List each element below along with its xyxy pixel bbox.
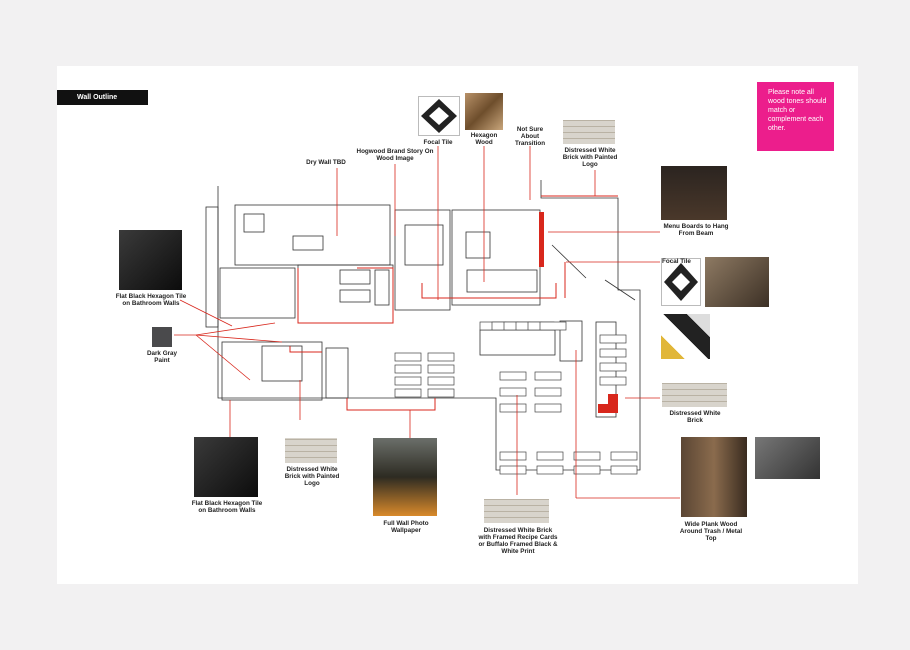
hex-tile-photo-top bbox=[119, 230, 182, 290]
table-block bbox=[599, 334, 627, 344]
table-block bbox=[539, 321, 567, 331]
table-block bbox=[536, 451, 564, 461]
metal-top-photo bbox=[755, 437, 820, 479]
brick-swatch-top bbox=[563, 120, 615, 144]
table-block bbox=[536, 465, 564, 475]
label-wide-plank: Wide Plank Wood Around Trash / Metal Top bbox=[679, 521, 743, 542]
focal-tile-right-swatch bbox=[661, 258, 701, 306]
table-block bbox=[499, 371, 527, 381]
table-block bbox=[394, 364, 422, 374]
label-menu-boards: Menu Boards to Hang From Beam bbox=[663, 223, 729, 237]
table-block bbox=[499, 451, 527, 461]
hex-tile-photo-bottom bbox=[194, 437, 258, 497]
campfire-photo bbox=[373, 438, 437, 516]
focal-tile-swatch bbox=[418, 96, 460, 136]
plank-photo bbox=[681, 437, 747, 517]
table-block bbox=[499, 387, 527, 397]
label-dry-wall: Dry Wall TBD bbox=[306, 159, 346, 166]
label-dark-gray: Dark Gray Paint bbox=[146, 350, 178, 364]
table-block bbox=[534, 371, 562, 381]
wall-outline-tag: Wall Outline bbox=[57, 90, 148, 105]
table-block bbox=[573, 451, 601, 461]
wood-tone-note: Please note all wood tones should match … bbox=[757, 82, 834, 151]
table-block bbox=[573, 465, 601, 475]
label-brick-right: Distressed White Brick bbox=[669, 410, 721, 424]
tri-tile-swatch bbox=[661, 314, 710, 359]
table-block bbox=[394, 352, 422, 362]
label-focal-tile-top: Focal Tile bbox=[423, 139, 453, 146]
table-block bbox=[499, 465, 527, 475]
label-hogwood: Hogwood Brand Story On Wood Image bbox=[356, 148, 434, 162]
brick-swatch-right bbox=[662, 383, 727, 407]
table-block bbox=[394, 376, 422, 386]
hexagon-wood-swatch bbox=[465, 93, 503, 130]
table-block bbox=[427, 388, 455, 398]
label-brick-logo-bottom: Distressed White Brick with Painted Logo bbox=[284, 466, 340, 487]
table-block bbox=[534, 387, 562, 397]
table-block bbox=[534, 403, 562, 413]
label-hexagon-wood: Hexagon Wood bbox=[470, 132, 498, 146]
table-block bbox=[427, 376, 455, 386]
table-block bbox=[610, 465, 638, 475]
label-full-wall-photo: Full Wall Photo Wallpaper bbox=[383, 520, 429, 534]
table-block bbox=[427, 352, 455, 362]
brick-swatch-recipe bbox=[484, 499, 549, 523]
table-block bbox=[427, 364, 455, 374]
table-block bbox=[599, 348, 627, 358]
barrel-photo bbox=[705, 257, 769, 307]
label-focal-tile-right: Focal Tile bbox=[662, 258, 691, 265]
table-block bbox=[499, 403, 527, 413]
menu-board-photo bbox=[661, 166, 727, 220]
label-not-sure: Not Sure About Transition bbox=[514, 126, 546, 147]
label-brick-logo-top: Distressed White Brick with Painted Logo bbox=[562, 147, 618, 168]
label-flat-black-top: Flat Black Hexagon Tile on Bathroom Wall… bbox=[115, 293, 187, 307]
label-recipe-cards: Distressed White Brick with Framed Recip… bbox=[478, 527, 558, 555]
table-block bbox=[599, 362, 627, 372]
label-flat-black-bottom: Flat Black Hexagon Tile on Bathroom Wall… bbox=[191, 500, 263, 514]
dark-gray-swatch bbox=[152, 327, 172, 347]
table-block bbox=[610, 451, 638, 461]
table-block bbox=[599, 376, 627, 386]
brick-swatch-bottom bbox=[285, 438, 337, 463]
table-block bbox=[394, 388, 422, 398]
